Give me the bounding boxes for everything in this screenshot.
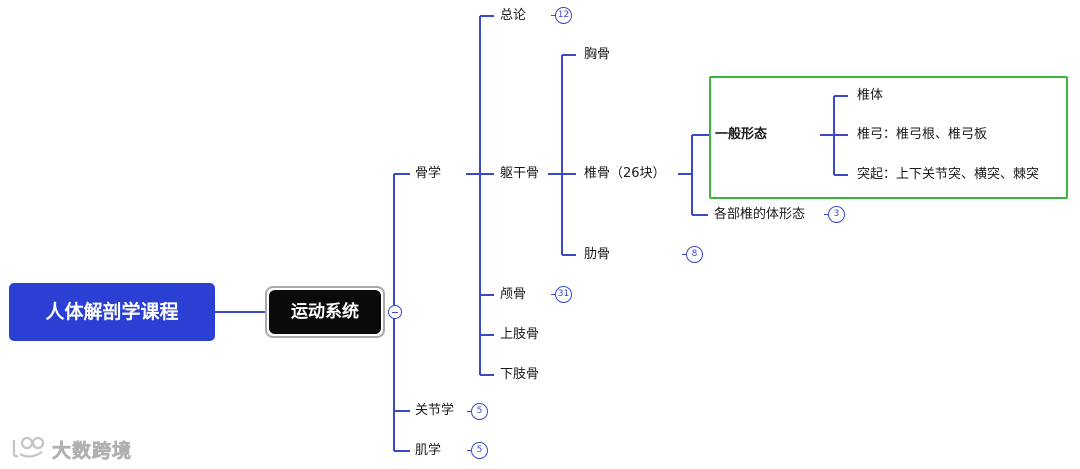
watermark-text: 大数跨境 [52,440,133,463]
node-general[interactable]: 总论 [500,8,527,23]
collapsed-count-badge[interactable]: 5 [467,442,488,459]
collapsed-count-badge[interactable]: 8 [682,246,703,263]
node-upper-limb[interactable]: 上肢骨 [500,327,540,342]
watermark-logo-icon [12,436,45,458]
node-processes[interactable]: 突起：上下关节突、横突、棘突 [857,167,1040,182]
node-vertebra[interactable]: 椎骨（26块） [584,166,666,181]
node-lower-limb[interactable]: 下肢骨 [500,367,540,382]
node-rib[interactable]: 肋骨 [584,247,611,262]
node-regional-form[interactable]: 各部椎的体形态 [714,207,806,222]
root-node[interactable]: 人体解剖学课程 [9,283,215,341]
node-skull[interactable]: 颅骨 [500,287,527,302]
collapsed-count-badge[interactable]: 12 [551,7,572,24]
node-general-form[interactable]: 一般形态 [715,127,768,142]
node-trunk[interactable]: 躯干骨 [500,166,540,181]
collapse-toggle-icon[interactable] [388,305,402,319]
node-myology[interactable]: 肌学 [415,443,442,458]
collapsed-count-badge[interactable]: 3 [824,206,845,223]
collapsed-count-badge[interactable]: 31 [551,286,572,303]
collapsed-count-badge[interactable]: 5 [467,403,488,420]
node-osteology[interactable]: 骨学 [415,166,442,181]
highlight-boundary [709,76,1068,199]
system-node[interactable]: 运动系统 [269,290,381,334]
node-vertebral-body[interactable]: 椎体 [857,88,884,103]
node-sternum[interactable]: 胸骨 [584,47,611,62]
node-vertebral-arch[interactable]: 椎弓：椎弓根、椎弓板 [857,127,988,142]
node-arthrology[interactable]: 关节学 [415,403,455,418]
